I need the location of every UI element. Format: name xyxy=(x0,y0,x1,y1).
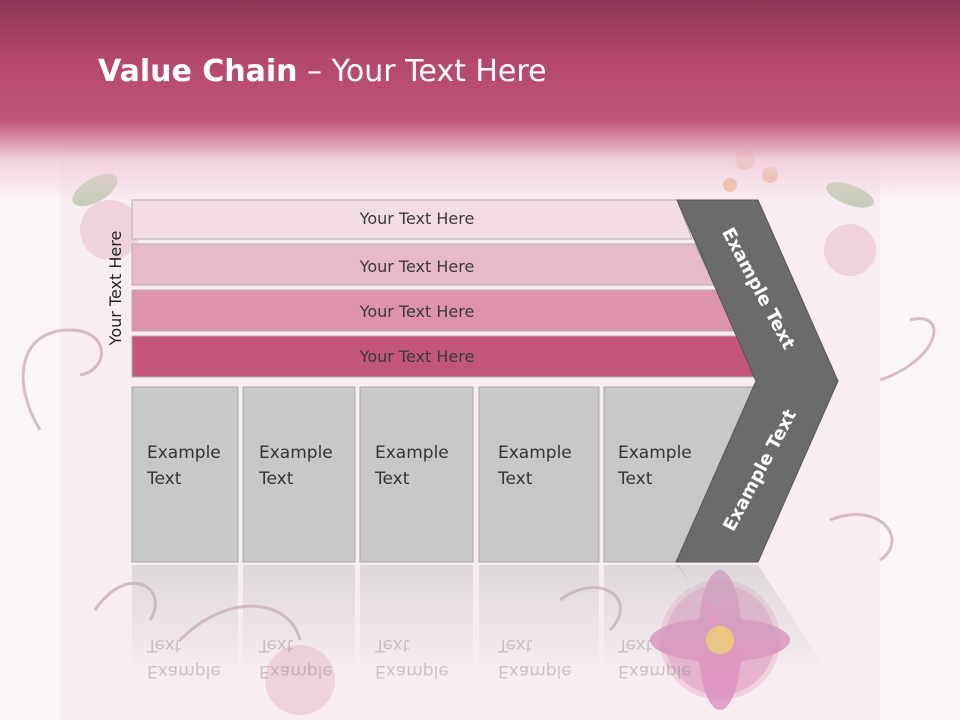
boxes-reflection xyxy=(132,565,830,675)
bar-2-label: Your Text Here xyxy=(359,257,475,276)
box-2-line2: Text xyxy=(259,469,294,489)
box-3 xyxy=(359,386,474,563)
bar-3-label: Your Text Here xyxy=(359,302,475,321)
box-4 xyxy=(478,386,600,563)
box-2 xyxy=(242,386,356,563)
box-4-line1: Example xyxy=(498,443,572,463)
box-1-line1: Example xyxy=(147,443,221,463)
box-2-line1: Example xyxy=(259,443,333,463)
bar-1 xyxy=(131,199,693,240)
slide-title: Value Chain – Your Text Here xyxy=(98,54,547,89)
header-band xyxy=(0,0,960,200)
box-3-line2: Text xyxy=(375,469,410,489)
box-1 xyxy=(131,386,239,563)
box-1-line2: Text xyxy=(147,469,182,489)
box-4-line2: Text xyxy=(498,469,533,489)
box-3-line1: Example xyxy=(375,443,449,463)
bar-1-label: Your Text Here xyxy=(359,209,475,228)
title-main: Value Chain xyxy=(98,54,298,89)
box-5-line2: Text xyxy=(618,469,653,489)
bar-4-label: Your Text Here xyxy=(359,347,475,366)
box-5-line1: Example xyxy=(618,443,692,463)
chevron-arrow xyxy=(675,199,839,563)
title-rest: – Your Text Here xyxy=(297,54,547,89)
